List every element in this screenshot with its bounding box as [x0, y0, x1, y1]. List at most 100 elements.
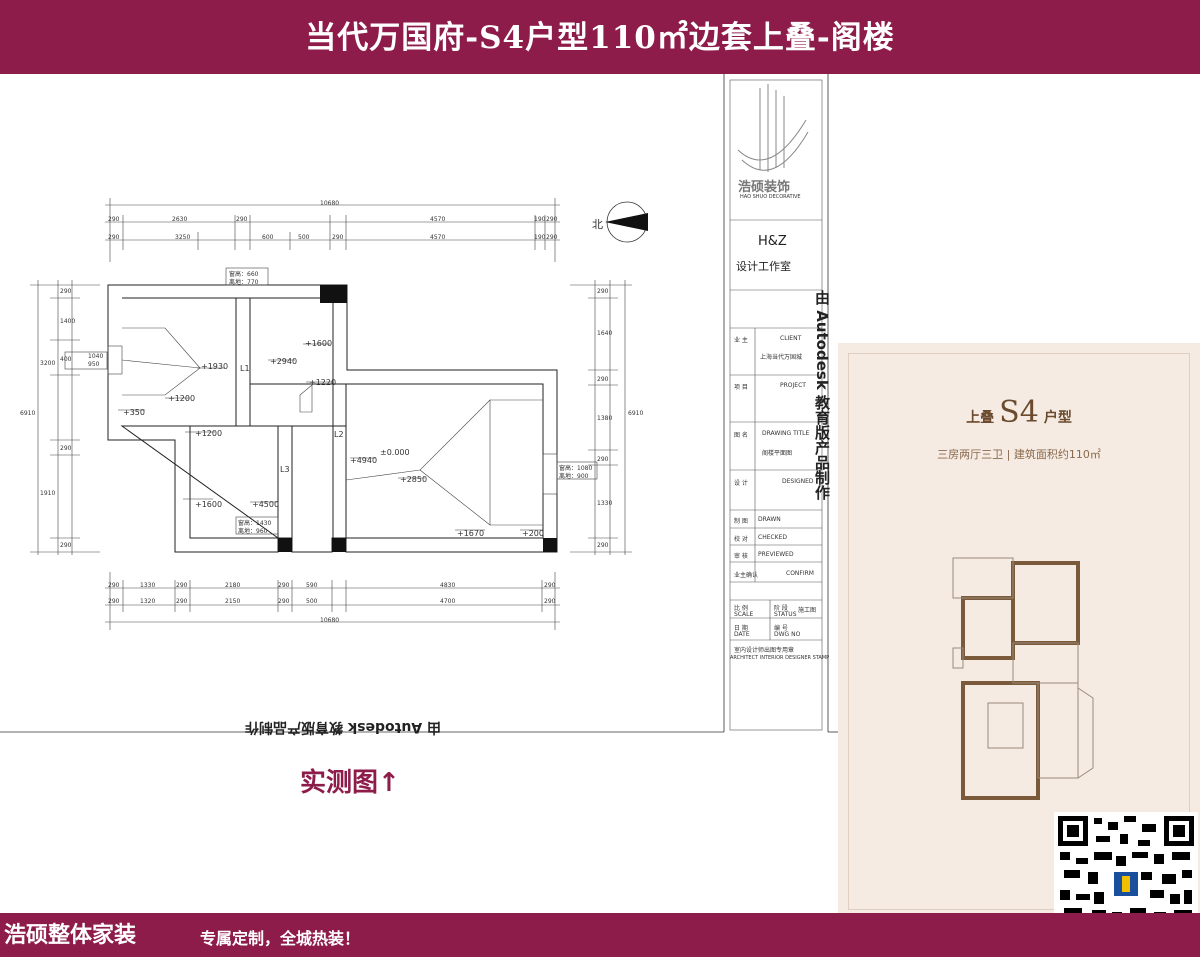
level-label: +1200 — [195, 429, 223, 438]
structural-columns — [278, 285, 557, 552]
window-label: 离地：770 — [229, 279, 259, 286]
right-dim: 1640 — [597, 330, 613, 337]
top-dim-2: 290 — [546, 234, 558, 241]
bottom-dim-2: 4700 — [440, 598, 456, 605]
top-dim-2: 190 — [534, 234, 546, 241]
checked-label: 校 对 — [734, 536, 748, 543]
client-label: 业 主 — [734, 337, 748, 344]
top-dim: 290 — [108, 216, 120, 223]
bottom-dim: 2180 — [225, 582, 241, 589]
window-label: 950 — [88, 361, 100, 368]
stage-label: 阶 段 — [774, 605, 788, 612]
date-label-en: DATE — [734, 631, 750, 638]
logo-subtext: HAO SHUO DECORATIVE — [740, 194, 801, 200]
footer-slogan: 专属定制，全城热装！ — [200, 929, 361, 948]
right-dim: 290 — [597, 376, 609, 383]
title-block — [729, 79, 823, 731]
right-dimension-lines — [570, 280, 632, 555]
top-dim-2: 290 — [332, 234, 344, 241]
overall-dimension-top: 10680 — [320, 200, 340, 207]
brochure-title-prefix: 上叠 — [966, 410, 995, 426]
top-dimension-lines — [105, 198, 560, 262]
client-value: 上海当代万国城 — [760, 354, 803, 361]
stamp-label-en: ARCHITECT INTERIOR DESIGNER STAMP — [730, 655, 830, 661]
level-label: +1930 — [201, 362, 229, 371]
floor-plan — [107, 284, 558, 553]
company-logo — [737, 84, 809, 172]
top-dim-2: 500 — [298, 234, 310, 241]
project-label: 项 目 — [734, 384, 748, 391]
footer-brand: 浩硕整体家装 — [4, 923, 137, 948]
left-dim: 1910 — [40, 490, 56, 497]
review-label: 审 核 — [734, 553, 748, 560]
north-arrow-icon — [605, 201, 648, 243]
bottom-dimension-lines — [105, 572, 560, 630]
window-markers — [64, 267, 598, 535]
level-markers — [118, 343, 543, 531]
stage-value: 施工图 — [798, 607, 817, 614]
top-dim: 190 — [534, 216, 546, 223]
bottom-dim-2: 500 — [306, 598, 318, 605]
cad-drawing — [0, 74, 840, 733]
stage-label-en: STATUS — [774, 611, 797, 618]
left-dim: 400 — [60, 356, 72, 363]
dwg-no-label: 编 号 — [774, 625, 788, 632]
level-label: +2940 — [270, 357, 298, 366]
zone-label: L3 — [280, 465, 290, 474]
left-dim: 290 — [60, 542, 72, 549]
bottom-dim: 1330 — [140, 582, 156, 589]
page-title: 当代万国府-S4户型110㎡边套上叠-阁楼 — [305, 20, 895, 56]
left-dim: 1400 — [60, 318, 76, 325]
brochure-area: 建筑面积约110㎡ — [1013, 448, 1101, 461]
measurement-caption: 实测图↑ — [300, 768, 400, 798]
title-banner: 当代万国府-S4户型110㎡边套上叠-阁楼 — [0, 0, 1200, 74]
top-dim: 4570 — [430, 216, 446, 223]
checked-label-en: CHECKED — [758, 534, 788, 541]
level-label: +1600 — [305, 339, 333, 348]
right-dim: 1330 — [597, 500, 613, 507]
bottom-dim-2: 290 — [278, 598, 290, 605]
zone-label: L2 — [334, 430, 344, 439]
review-label-en: PREVIEWED — [758, 551, 794, 558]
bottom-dim: 290 — [108, 582, 120, 589]
drawing-title-label-en: DRAWING TITLE — [762, 430, 810, 437]
top-dim-2: 600 — [262, 234, 274, 241]
bottom-dim: 590 — [306, 582, 318, 589]
bottom-dim: 290 — [176, 582, 188, 589]
right-total-dimension: 6910 — [628, 410, 644, 417]
brochure-subtitle: 三房两厅三卫 | 建筑面积约110㎡ — [937, 448, 1101, 461]
top-dim: 290 — [546, 216, 558, 223]
level-label: +350 — [123, 408, 145, 417]
level-label: +1600 — [195, 500, 223, 509]
north-label: 北 — [592, 218, 603, 231]
level-label: +200 — [522, 529, 544, 538]
top-dim-2: 4570 — [430, 234, 446, 241]
autodesk-watermark-flipped: 由 Autodesk 教育版产品制作 — [245, 719, 442, 735]
top-dim-2: 3250 — [175, 234, 191, 241]
left-total-dimension: 6910 — [20, 410, 36, 417]
bottom-dim: 4830 — [440, 582, 456, 589]
level-label: +2850 — [400, 475, 428, 484]
slope-lines — [121, 327, 543, 526]
brochure-title: 上叠 S4 户型 — [838, 395, 1200, 430]
left-dim: 3200 — [40, 360, 56, 367]
right-dim: 290 — [597, 542, 609, 549]
window-label: 窗高：1430 — [238, 520, 272, 527]
bottom-dim-2: 290 — [544, 598, 556, 605]
top-dim-2: 290 — [108, 234, 120, 241]
window-label: 离地：900 — [559, 473, 589, 480]
studio-name: 设计工作室 — [736, 260, 791, 273]
right-dim: 290 — [597, 288, 609, 295]
bottom-dim-2: 290 — [176, 598, 188, 605]
scale-label-en: SCALE — [734, 611, 754, 618]
window-label: 离地：960 — [238, 528, 268, 535]
brochure-title-suffix: 户型 — [1043, 410, 1072, 426]
brochure-title-main: S4 — [999, 395, 1039, 430]
window-label: 窗高：1080 — [559, 465, 593, 472]
bottom-dim-2: 2150 — [225, 598, 241, 605]
bottom-dim-2: 290 — [108, 598, 120, 605]
level-label: +4940 — [350, 456, 378, 465]
level-label: +4500 — [252, 500, 280, 509]
confirm-label: 业主确认 — [734, 572, 759, 579]
dwg-no-label-en: DWG NO — [774, 631, 801, 638]
